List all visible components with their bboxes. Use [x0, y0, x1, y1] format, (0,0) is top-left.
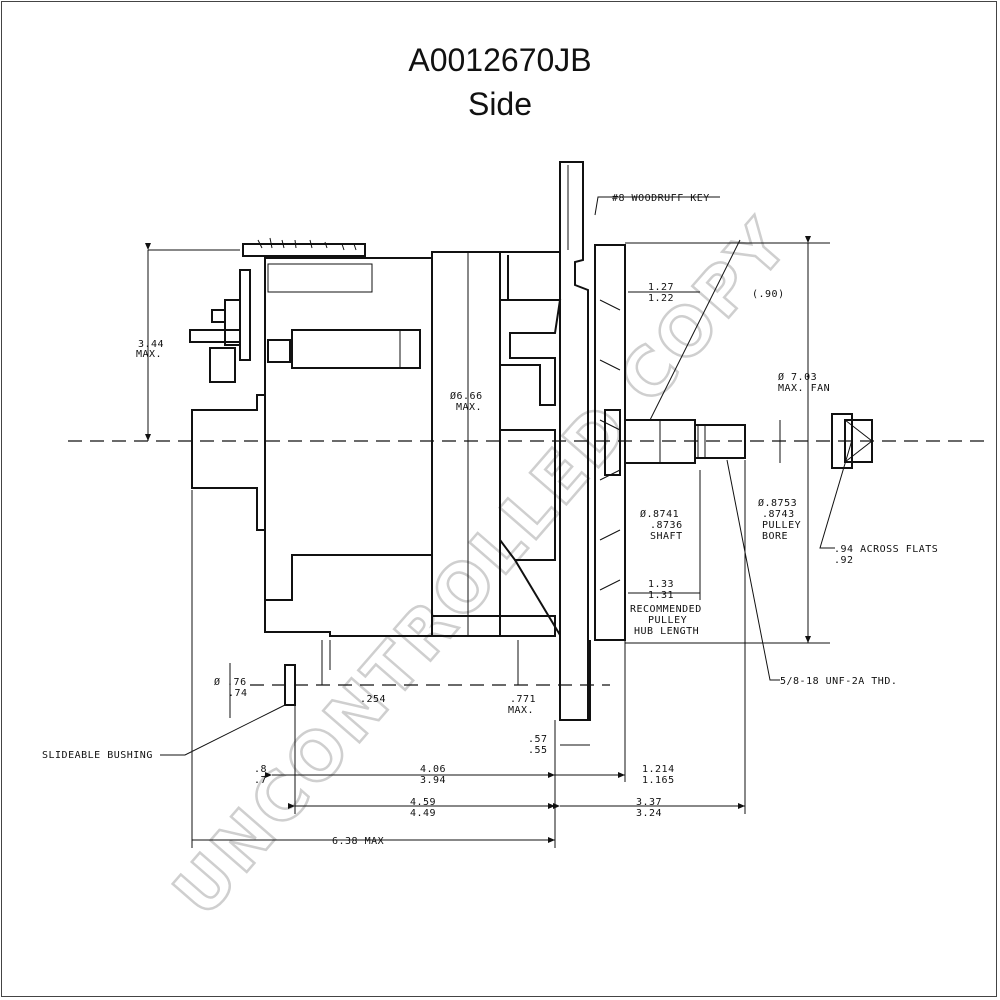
label-324: 3.24: [636, 808, 662, 819]
label-254: .254: [360, 694, 386, 705]
label-bore: BORE: [762, 531, 788, 542]
label-thread: 5/8-18 UNF-2A THD.: [780, 676, 897, 687]
label-shaft: SHAFT: [650, 531, 683, 542]
label-8741: Ø.8741: [640, 508, 679, 520]
label-057: .57: [528, 734, 548, 745]
label-133: 1.33: [648, 579, 674, 590]
label-1165: 1.165: [642, 775, 675, 786]
label-max-2: MAX.: [456, 402, 482, 413]
label-344: 3.44: [138, 339, 164, 350]
label-406: 4.06: [420, 764, 446, 775]
label-090: (.90): [752, 289, 785, 300]
label-94-across-flats: .94 ACROSS FLATS: [834, 544, 938, 555]
label-122: 1.22: [648, 293, 674, 304]
label-pulley: PULLEY: [762, 520, 801, 531]
label-8736: .8736: [650, 520, 683, 531]
label-459: 4.59: [410, 797, 436, 808]
label-max-1: MAX.: [136, 349, 162, 360]
label-666: Ø6.66: [450, 390, 483, 402]
label-max-fan: MAX. FAN: [778, 383, 830, 394]
label-771: .771: [510, 694, 536, 705]
alternator-body: [189, 161, 873, 721]
label-92: .92: [834, 555, 854, 566]
label-8743: .8743: [762, 509, 795, 520]
label-076: Ø .76: [214, 676, 247, 688]
watermark-text: UNCONTROLLED COPY: [159, 204, 805, 931]
label-449: 4.49: [410, 808, 436, 819]
label-08: .8: [254, 764, 267, 775]
label-074: .74: [228, 688, 248, 699]
drawing-title: A0012670JB: [408, 42, 592, 78]
label-127: 1.27: [648, 282, 674, 293]
label-woodruff-key: #8 WOODRUFF KEY: [612, 193, 710, 204]
label-131: 1.31: [648, 590, 674, 601]
label-337: 3.37: [636, 797, 662, 808]
label-055: .55: [528, 745, 548, 756]
label-recommended: RECOMMENDED: [630, 604, 702, 615]
label-hub-length: HUB LENGTH: [634, 626, 699, 637]
label-max-3: MAX.: [508, 705, 534, 716]
view-subtitle: Side: [467, 86, 533, 122]
label-703: Ø 7.03: [778, 371, 817, 383]
label-pulley-2: PULLEY: [648, 615, 687, 626]
dimension-labels: #8 WOODRUFF KEY 3.44 MAX. 1.27 1.22 (.90…: [42, 193, 938, 847]
label-1214: 1.214: [642, 764, 675, 775]
label-slideable-bushing: SLIDEABLE BUSHING: [42, 750, 153, 761]
label-394: 3.94: [420, 775, 446, 786]
label-8753: Ø.8753: [758, 497, 797, 509]
label-638-max: 6.38 MAX: [332, 836, 384, 847]
dimension-lines: [145, 196, 853, 848]
label-07: .7: [254, 775, 267, 786]
